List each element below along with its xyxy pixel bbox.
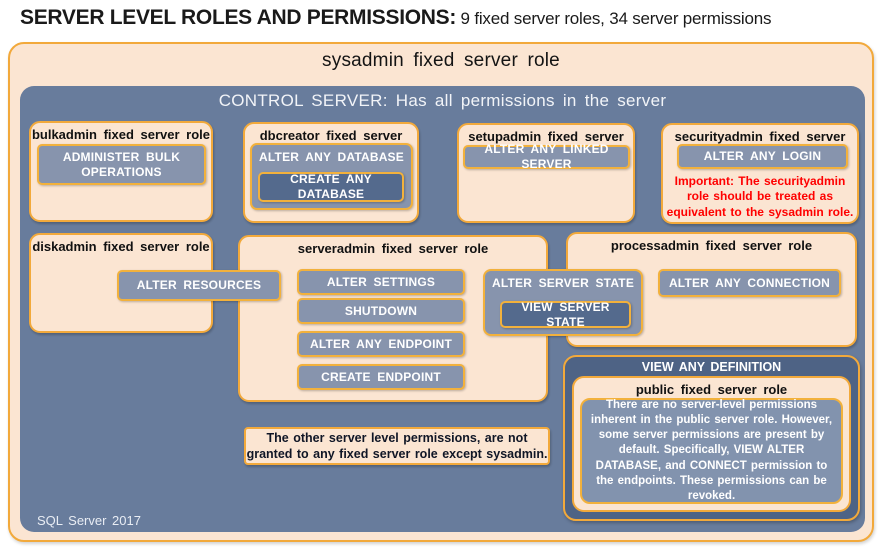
permission-create-endpoint: CREATE ENDPOINT [297,364,465,390]
permission-administer-bulk-operations: ADMINISTER BULK OPERATIONS [37,144,206,185]
page-title: SERVER LEVEL ROLES AND PERMISSIONS: 9 fi… [20,6,870,30]
permission-view-any-definition: VIEW ANY DEFINITION [641,360,782,374]
permission-view-server-state: VIEW SERVER STATE [500,300,631,329]
processadmin-title: processadmin fixed server role [610,238,813,253]
permission-alter-resources: ALTER RESOURCES [117,270,281,301]
sql-server-version-label: SQL Server 2017 [37,513,141,528]
diskadmin-title: diskadmin fixed server role [32,239,210,254]
public-role-description: There are no server-level permissions in… [580,398,843,504]
permission-shutdown: SHUTDOWN [297,298,465,324]
permission-create-any-database: CREATE ANY DATABASE [258,172,404,202]
permission-alter-any-connection: ALTER ANY CONNECTION [658,269,841,297]
control-server-title: CONTROL SERVER: Has all permissions in t… [218,91,667,110]
securityadmin-warning: Important: The securityadmin role should… [666,174,854,219]
permission-alter-settings: ALTER SETTINGS [297,269,465,295]
page-title-subtitle: 9 fixed server roles, 34 server permissi… [456,9,772,28]
permission-alter-any-endpoint: ALTER ANY ENDPOINT [297,331,465,357]
serveradmin-title: serveradmin fixed server role [297,241,489,256]
permission-alter-any-linked-server: ALTER ANY LINKED SERVER [463,142,630,171]
public-title: public fixed server role [635,382,788,397]
bulkadmin-title: bulkadmin fixed server role [31,127,211,142]
page-title-main: SERVER LEVEL ROLES AND PERMISSIONS: [20,6,457,29]
role-box-setupadmin: setupadmin fixed server role [457,123,635,223]
sysadmin-title: sysadmin fixed server role [322,50,560,71]
permission-alter-any-login: ALTER ANY LOGIN [677,144,848,169]
other-permissions-note: The other server level permissions, are … [244,427,550,465]
